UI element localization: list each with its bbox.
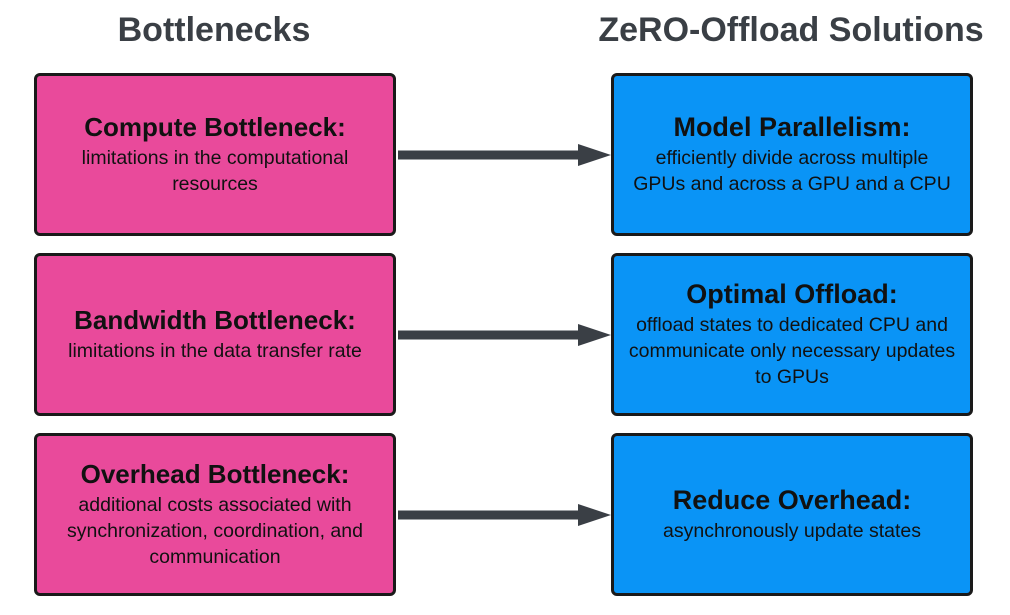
- overhead-bottleneck-desc: additional costs associated with synchro…: [67, 494, 363, 568]
- model-parallelism-desc: efficiently divide across multiple GPUs …: [633, 147, 951, 195]
- optimal-offload-title: Optimal Offload:: [686, 279, 898, 309]
- arrow-bandwidth-to-optimal-offload: [398, 324, 611, 346]
- solutions-header: ZeRO-Offload Solutions: [598, 11, 984, 49]
- arrow-overhead-to-reduce-overhead: [398, 504, 611, 526]
- reduce-overhead-desc: asynchronously update states: [663, 520, 921, 542]
- reduce-overhead-title: Reduce Overhead:: [672, 485, 912, 515]
- model-parallelism-box: Model Parallelism: efficiently divide ac…: [611, 73, 973, 236]
- bandwidth-bottleneck-box: Bandwidth Bottleneck: limitations in the…: [34, 253, 396, 416]
- overhead-bottleneck-box: Overhead Bottleneck: additional costs as…: [34, 433, 396, 596]
- bandwidth-bottleneck-title: Bandwidth Bottleneck:: [74, 305, 356, 335]
- optimal-offload-box: Optimal Offload: offload states to dedic…: [611, 253, 973, 416]
- reduce-overhead-box: Reduce Overhead: asynchronously update s…: [611, 433, 973, 596]
- compute-bottleneck-desc: limitations in the computational resourc…: [81, 147, 349, 195]
- optimal-offload-desc: offload states to dedicated CPU and comm…: [628, 314, 956, 388]
- bandwidth-bottleneck-desc: limitations in the data transfer rate: [68, 340, 362, 362]
- model-parallelism-title: Model Parallelism:: [673, 112, 911, 142]
- arrow-compute-to-model-parallelism: [398, 144, 611, 166]
- compute-bottleneck-box: Compute Bottleneck: limitations in the c…: [34, 73, 396, 236]
- compute-bottleneck-title: Compute Bottleneck:: [84, 112, 346, 142]
- overhead-bottleneck-title: Overhead Bottleneck:: [80, 459, 350, 489]
- bottlenecks-header: Bottlenecks: [117, 11, 311, 49]
